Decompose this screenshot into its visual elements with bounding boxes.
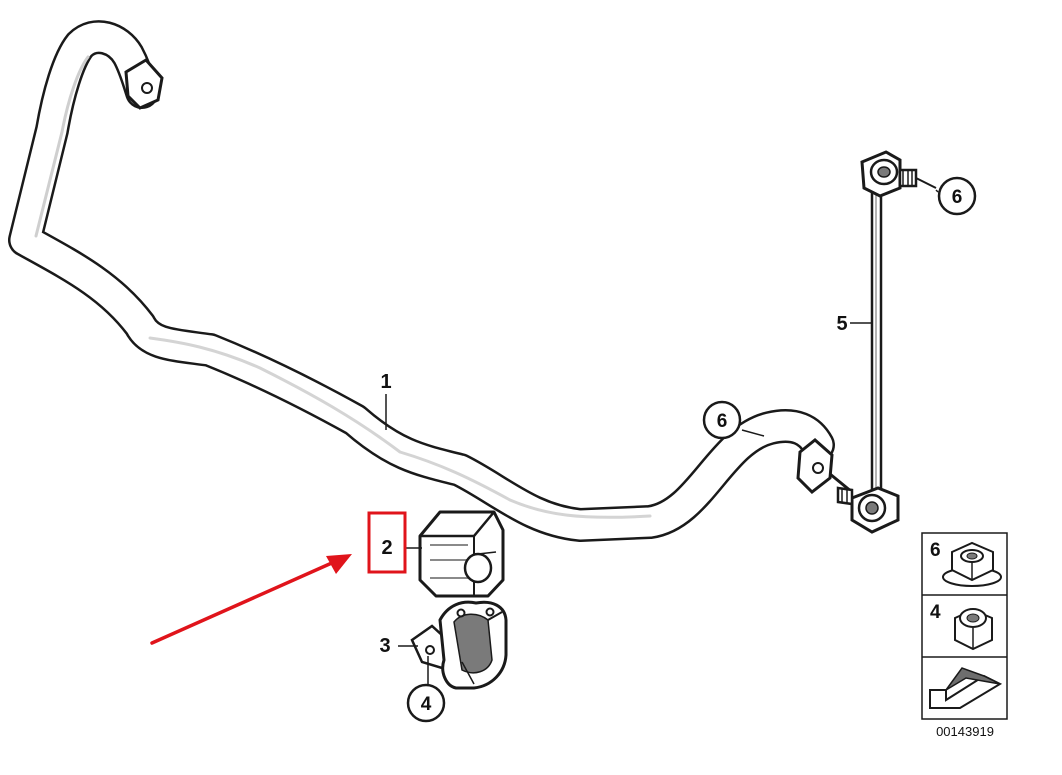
hex-nut-icon	[954, 608, 993, 651]
right-mount-hole	[812, 462, 824, 474]
svg-text:6: 6	[952, 187, 963, 208]
stabilizer-link	[836, 150, 937, 534]
legend-row-collar-nut: 6	[930, 540, 1002, 587]
svg-text:2: 2	[381, 537, 392, 559]
arrow-return-icon	[929, 667, 1003, 709]
bushing	[418, 510, 505, 598]
clamp-bracket	[410, 600, 508, 690]
callout-2: 2	[367, 511, 407, 574]
collar-nut-icon	[942, 541, 1002, 587]
callout-6b: 6	[702, 400, 742, 440]
svg-text:4: 4	[421, 694, 432, 715]
svg-text:6: 6	[930, 540, 941, 561]
callout-1: 1	[380, 371, 391, 393]
callout-5: 5	[836, 313, 847, 335]
svg-text:5: 5	[836, 313, 847, 335]
legend-row-hex-nut: 4	[930, 602, 993, 651]
highlight-box	[367, 511, 407, 574]
leader-lines	[385, 189, 939, 688]
svg-text:3: 3	[379, 635, 390, 657]
diagram-id: 00143919	[936, 724, 994, 739]
stabilizer-bar	[8, 20, 853, 542]
legend-panel: 6 4	[921, 532, 1008, 720]
svg-text:1: 1	[380, 371, 391, 393]
svg-text:4: 4	[930, 602, 941, 623]
red-arrow-icon	[150, 554, 352, 645]
callout-3: 3	[379, 635, 390, 657]
callout-4: 4	[406, 683, 446, 723]
svg-text:6: 6	[717, 411, 728, 432]
top-mount-hole	[141, 82, 153, 94]
callout-6a: 6	[937, 176, 977, 216]
